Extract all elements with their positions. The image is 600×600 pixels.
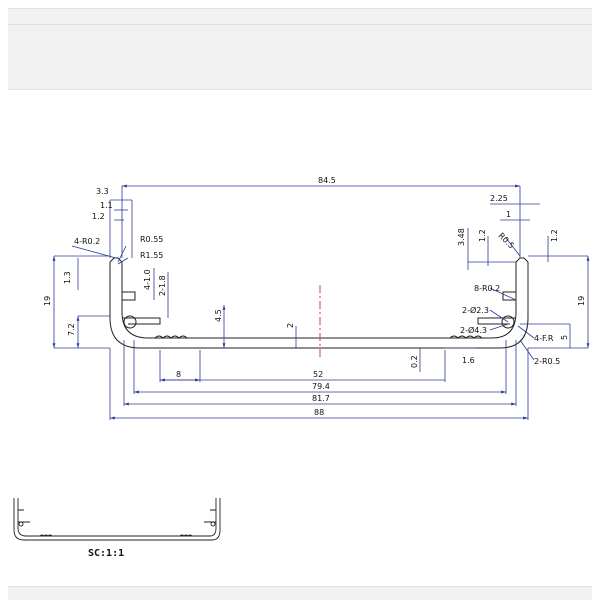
dim-r1-55: R1.55	[140, 251, 163, 260]
dim-1-right: 1	[506, 210, 511, 219]
dim-8-r0-2: 8-R0.2	[474, 284, 500, 293]
dim-19-left: 19	[43, 296, 52, 306]
profile-outline	[109, 257, 529, 349]
dim-88: 88	[314, 408, 324, 417]
dim-2-1-8: 2-1.8	[158, 275, 167, 296]
dim-1-1: 1.1	[100, 201, 113, 210]
dim-1-3: 1.3	[63, 271, 72, 284]
dim-1-2-left: 1.2	[92, 212, 105, 221]
dim-8: 8	[176, 370, 181, 379]
dim-4-1-0: 4-1.0	[143, 269, 152, 290]
dim-1-2-right-a: 1.2	[478, 229, 487, 242]
dim-2-d4-3: 2-Ø4.3	[460, 325, 487, 335]
dim-52: 52	[313, 370, 323, 379]
dim-79-4: 79.4	[312, 382, 330, 391]
dim-2-d2-3: 2-Ø2.3	[462, 305, 489, 315]
dim-1-2-right-b: 1.2	[550, 229, 559, 242]
dim-4-fr: 4-F.R	[534, 334, 554, 343]
dimension-labels: 84.5 3.3 1.1 1.2 4-R0.2 R0.55 R1.55 1.3 …	[43, 176, 586, 417]
dim-3-48: 3.48	[457, 228, 466, 246]
dim-81-7: 81.7	[312, 394, 330, 403]
top-toolbar	[8, 8, 592, 90]
dimension-lines	[52, 184, 590, 420]
dim-4-5: 4.5	[214, 309, 223, 322]
dim-84-5: 84.5	[318, 176, 336, 185]
dim-19-right: 19	[577, 296, 586, 306]
dim-2-r0-5: 2-R0.5	[534, 357, 560, 366]
dim-3-3: 3.3	[96, 187, 109, 196]
scale-label: SC:1:1	[88, 548, 124, 559]
dim-0-2: 0.2	[410, 355, 419, 368]
dim-r0-55: R0.55	[140, 235, 163, 244]
dim-1-6: 1.6	[462, 356, 475, 365]
dim-7-2: 7.2	[67, 323, 76, 336]
dim-2-mid: 2	[286, 323, 295, 328]
dim-4-r0-2: 4-R0.2	[74, 237, 100, 246]
dim-2-25: 2.25	[490, 194, 508, 203]
scale-preview	[13, 498, 221, 541]
bottom-toolbar	[8, 586, 592, 600]
toolbar-divider	[8, 24, 592, 25]
dim-5: 5	[560, 335, 569, 340]
